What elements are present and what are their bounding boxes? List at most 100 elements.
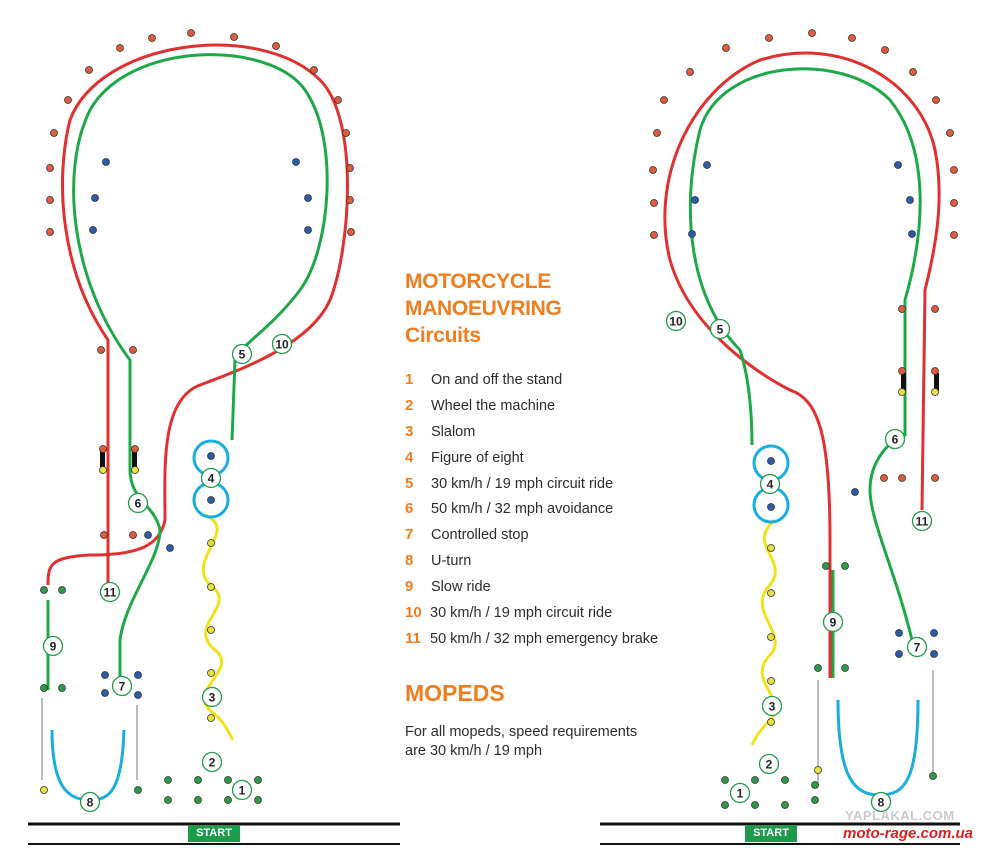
cone-marker [134,671,142,679]
cone-marker [751,801,759,809]
number-marker-label: 3 [209,690,216,704]
cone-marker [101,689,109,697]
cone-marker [650,199,658,207]
legend-label: Slow ride [431,579,491,596]
cone-marker [346,164,354,172]
cone-marker [164,776,172,784]
legend-label: 30 km/h / 19 mph circuit ride [431,475,614,492]
cone-marker [342,129,350,137]
cone-marker [721,801,729,809]
number-marker-left-4: 4 [200,467,222,489]
number-marker-label: 5 [239,347,246,361]
cone-marker [46,196,54,204]
cone-marker [946,129,954,137]
cone-marker [207,539,215,547]
cone-marker [767,457,775,465]
cone-marker [653,129,661,137]
cone-marker [808,29,816,37]
cone-marker [207,583,215,591]
route-right-uturn [836,699,920,797]
number-marker-right-8: 8 [870,791,892,813]
route-right-red [663,51,941,678]
cone-marker [841,562,849,570]
legend-item: 6 50 km/h / 32 mph avoidance [405,500,725,526]
cone-marker [930,629,938,637]
number-marker-right-6: 6 [884,428,906,450]
number-marker-left-3: 3 [201,686,223,708]
cone-marker [895,629,903,637]
legend-num: 4 [405,448,414,466]
cone-marker [207,452,215,460]
cone-marker [880,474,888,482]
legend-num: 1 [405,371,414,388]
legend-label: Controlled stop [431,527,529,544]
cone-marker [751,776,759,784]
cone-marker [721,776,729,784]
cone-marker [691,196,699,204]
cone-marker [781,801,789,809]
cone-marker [40,684,48,692]
cone-marker [932,96,940,104]
cone-marker [148,34,156,42]
cone-marker [64,96,72,104]
cone-marker [85,66,93,74]
number-marker-left-2: 2 [201,751,223,773]
cone-marker [894,161,902,169]
cone-marker [164,796,172,804]
gate-left-2 [132,449,137,467]
cone-marker [166,544,174,552]
legend-num: 6 [405,500,414,518]
number-marker-label: 1 [239,783,246,797]
cone-marker [50,129,58,137]
cone-marker [950,166,958,174]
cone-marker [207,669,215,677]
cone-marker [841,664,849,672]
number-marker-left-5: 5 [231,343,253,365]
cone-marker [898,367,906,375]
cone-marker [131,445,139,453]
cone-marker [811,796,819,804]
number-marker-label: 9 [830,615,837,629]
legend-label: 50 km/h / 32 mph avoidance [431,501,614,518]
route-left-yellow [201,513,235,741]
cone-marker [116,44,124,52]
cone-marker [129,531,137,539]
cone-marker [207,626,215,634]
legend-label: Slalom [431,423,476,440]
mopeds-heading: MOPEDS [405,679,505,706]
cone-marker [144,531,152,539]
cone-marker [91,194,99,202]
legend-num: 10 [405,604,422,622]
legend-label: U-turn [431,553,472,570]
cone-marker [134,691,142,699]
number-marker-right-11: 11 [911,510,933,532]
cone-marker [822,562,830,570]
cone-marker [898,305,906,313]
number-marker-right-3: 3 [761,695,783,717]
legend-item: 9 Slow ride [405,578,725,604]
cone-marker [814,766,822,774]
number-marker-right-2: 2 [758,753,780,775]
cone-marker [781,776,789,784]
gate-right-1 [901,373,906,391]
cone-marker [224,776,232,784]
cone-marker [722,44,730,52]
cone-marker [811,781,819,789]
legend-num: 9 [405,578,414,596]
cones [40,29,958,809]
gate-right-2 [934,373,939,391]
cone-marker [686,68,694,76]
start-label-left: START [188,825,240,842]
legend-label: Figure of eight [431,449,524,466]
number-marker-label: 8 [87,795,94,809]
watermark-top: YAPLAKAL.COM [845,808,955,823]
cone-marker [46,228,54,236]
number-marker-left-1: 1 [231,779,253,801]
